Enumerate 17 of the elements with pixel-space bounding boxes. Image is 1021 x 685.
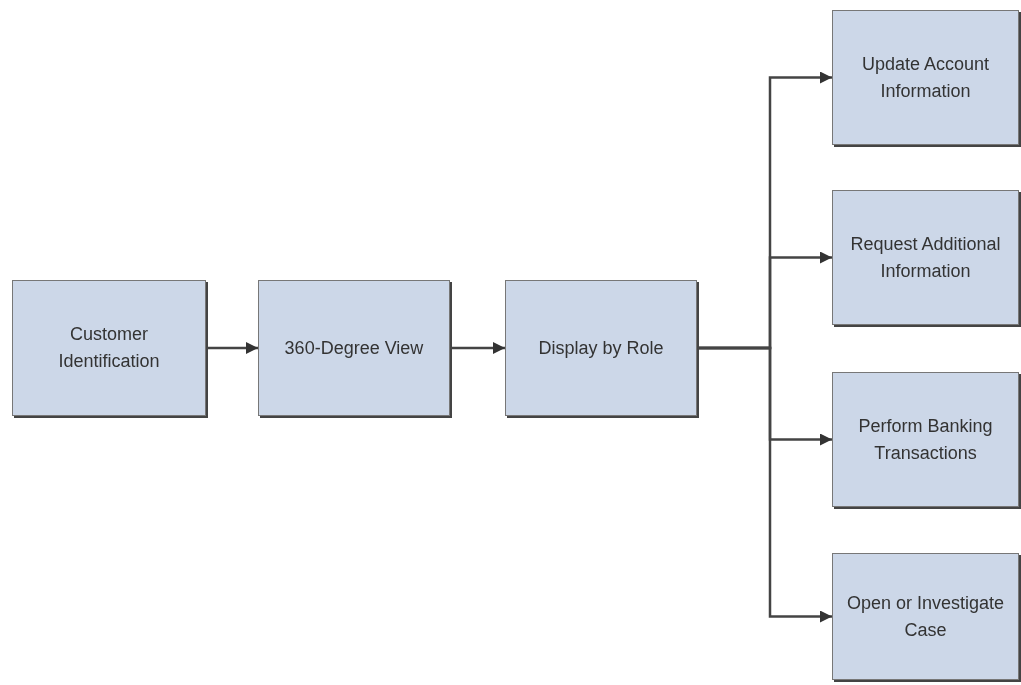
box-label: Perform Banking Transactions (857, 414, 994, 465)
process-box (12, 280, 206, 416)
arrow (450, 342, 505, 354)
box-label: Update Account Information (860, 52, 991, 103)
box-label: Request Additional Information (849, 232, 1002, 283)
box-label: 360-Degree View (283, 336, 425, 360)
process-box (832, 372, 1019, 507)
arrow (206, 342, 258, 354)
process-box (832, 553, 1019, 680)
process-box (258, 280, 450, 416)
box-label: Customer Identification (57, 323, 161, 373)
arrow (697, 346, 832, 623)
process-box (832, 190, 1019, 325)
box-label: Display by Role (537, 336, 665, 360)
process-box (505, 280, 697, 416)
process-box (832, 10, 1019, 145)
box-label: Open or Investigate Case (845, 591, 1006, 642)
